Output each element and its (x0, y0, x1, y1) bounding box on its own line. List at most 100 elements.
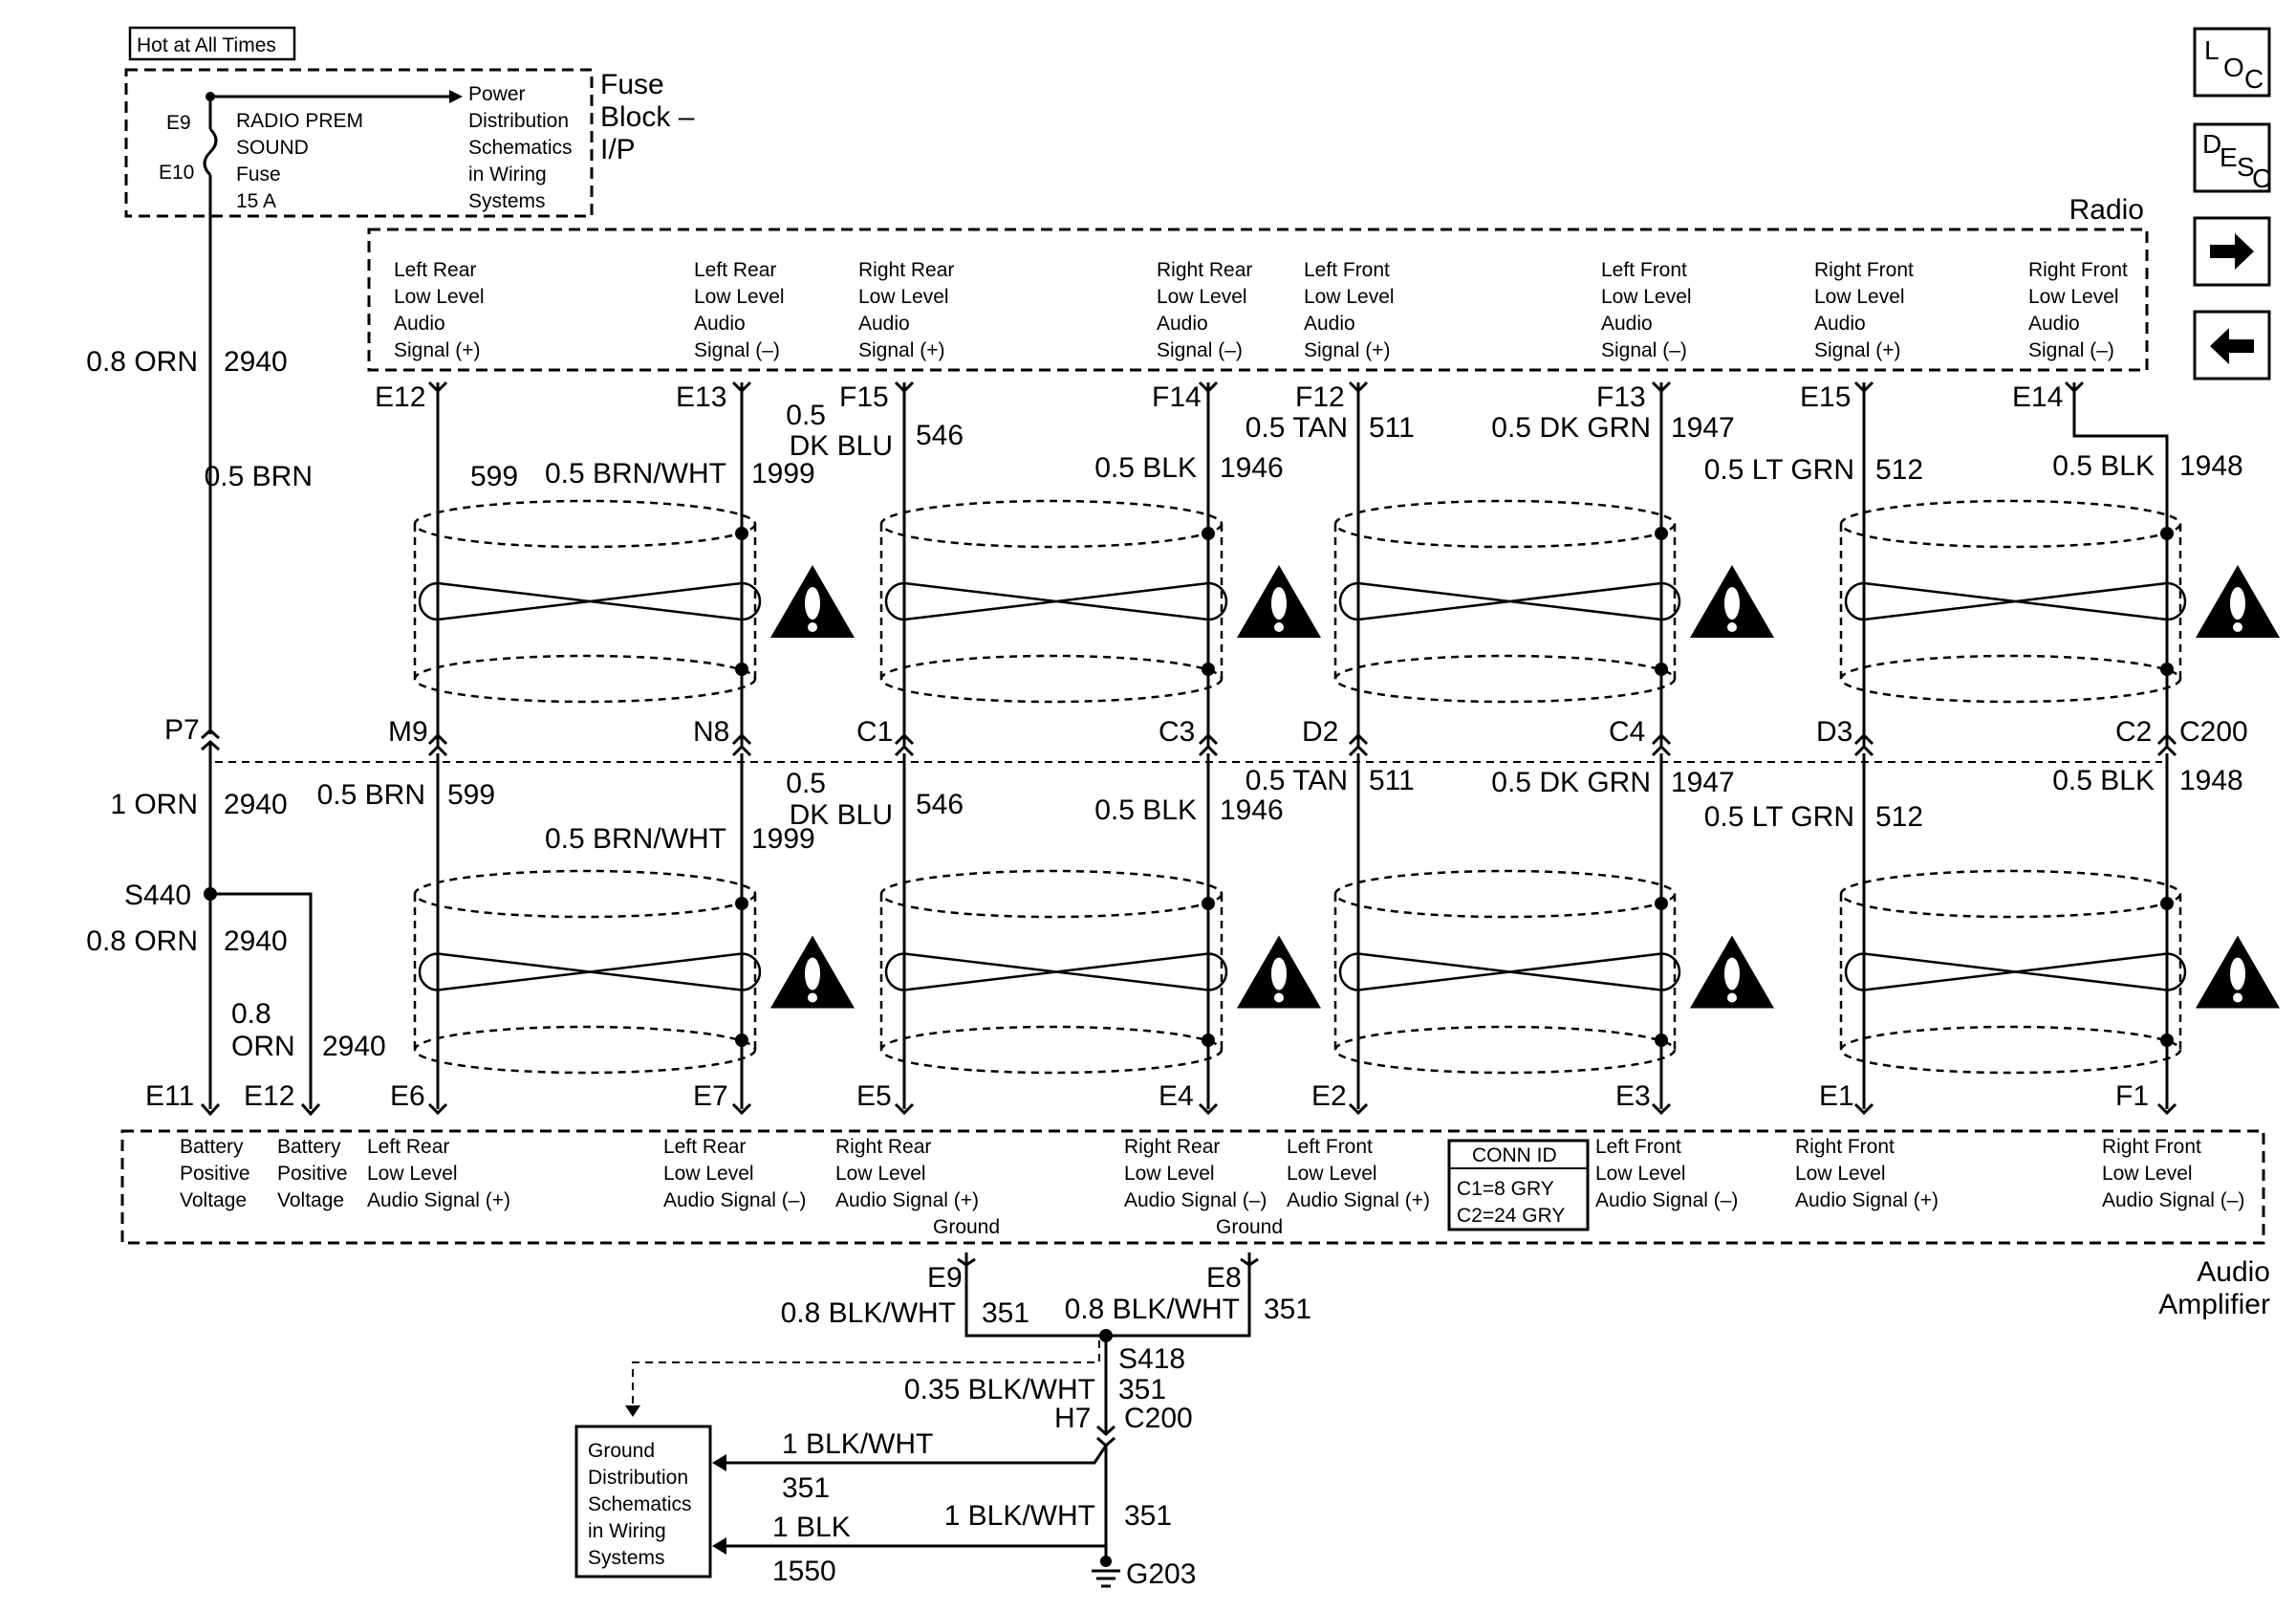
ground-label-e9: Ground (933, 1216, 1000, 1238)
radio-label: Radio (2069, 194, 2144, 226)
c200-chevron-b-2 (731, 744, 752, 757)
c200-pin-6: C4 (1609, 716, 1645, 748)
amp-signal-8-line-1: Left Front (1595, 1136, 1681, 1158)
amp-signal-9-line-2: Low Level (1795, 1163, 1886, 1185)
arrow-left-icon (2210, 328, 2254, 364)
warning-upper-dot-4 (2233, 622, 2242, 632)
amp-signal-3-line-2: Low Level (367, 1163, 458, 1185)
twisted-pair-lower-1 (418, 952, 762, 991)
upper-wire-4-circuit: 1946 (1220, 452, 1284, 484)
radio-signal-2-line-1: Left Rear (694, 259, 776, 281)
lower-wire-1-circuit: 599 (447, 779, 495, 811)
h7-pin: H7 (1054, 1403, 1091, 1434)
warning-lower-dot-4 (2233, 992, 2242, 1003)
arrow-right-icon (2210, 233, 2254, 270)
amp-pin-4: E4 (1159, 1080, 1194, 1112)
ground-w6-circuit: 351 (1124, 1500, 1172, 1532)
fuse-desc-3: Fuse (236, 163, 281, 185)
shield-lower-bottom-3 (1333, 1025, 1677, 1075)
radio-pin-2: E13 (676, 381, 726, 413)
amplifier-label-2: Amplifier (2158, 1289, 2270, 1320)
warning-upper-bar-1 (805, 587, 820, 620)
upper-wire-7-circuit: 512 (1875, 454, 1923, 486)
radio-signal-6-line-4: Signal (–) (1601, 339, 1687, 361)
amp-connector-1 (427, 1102, 448, 1116)
radio-connector-5 (1348, 381, 1369, 394)
lower-wire-6-circuit: 1947 (1671, 767, 1735, 798)
radio-signal-7-line-2: Low Level (1814, 286, 1905, 308)
next-page-button[interactable] (2193, 216, 2271, 287)
c200-chevron-a-7 (1853, 732, 1874, 746)
shield-lower-top-3 (1333, 869, 1677, 919)
radio-signal-6-line-3: Audio (1601, 313, 1653, 335)
radio-signal-6-line-1: Left Front (1601, 259, 1687, 281)
power-dist-1: Power (468, 83, 526, 105)
ground-pin-e8: E8 (1206, 1262, 1242, 1294)
c200-chevron-a-4 (1198, 732, 1219, 746)
amp-pin-2: E7 (693, 1080, 728, 1112)
lower-wire-5-color: 0.5 TAN (1245, 765, 1348, 796)
ground-label-e8: Ground (1216, 1216, 1283, 1238)
amp-signal-8-line-2: Low Level (1595, 1163, 1686, 1185)
radio-pin-1: E12 (375, 381, 425, 413)
radio-signal-2-line-4: Signal (–) (694, 339, 780, 361)
amplifier-signal-labels: BatteryPositiveVoltageBatteryPositiveVol… (180, 1136, 2244, 1211)
fuse-block-1: Fuse (600, 69, 664, 100)
power-wire2-color: 1 ORN (110, 789, 198, 820)
lower-wire-3-color-1: 0.5 (786, 768, 826, 799)
radio-signal-1-line-3: Audio (394, 313, 445, 335)
c200-chevron-a-1 (427, 732, 448, 746)
shield-upper-bottom-2 (879, 654, 1224, 704)
power-wire1-color: 0.8 ORN (86, 346, 198, 378)
upper-wire-6-circuit: 1947 (1671, 412, 1735, 444)
radio-connector-1 (427, 381, 448, 394)
power-wire3-color: 0.8 ORN (86, 925, 198, 957)
warning-upper-bar-2 (1271, 587, 1287, 620)
radio-signal-4-line-2: Low Level (1157, 286, 1247, 308)
amp-pin-8: F1 (2115, 1080, 2149, 1112)
twisted-pair-upper-1 (418, 581, 762, 621)
desc-button-main: D (2202, 129, 2221, 159)
c200-pin-1: M9 (388, 716, 428, 748)
lower-wire-1-color: 0.5 BRN (317, 779, 425, 811)
lower-wire-3-circuit: 546 (916, 789, 964, 820)
radio-signal-3-line-2: Low Level (858, 286, 949, 308)
prev-page-button[interactable] (2193, 310, 2271, 381)
power-dist-4: in Wiring (468, 163, 547, 185)
radio-signal-4-line-1: Right Rear (1157, 259, 1252, 281)
shield-upper-bottom-1 (413, 654, 757, 704)
loc-button[interactable]: L O C (2193, 27, 2271, 98)
amp-signal-7-line-2: Low Level (1287, 1163, 1377, 1185)
upper-wire-5-circuit: 511 (1369, 412, 1415, 444)
amp-connector-8 (2156, 1102, 2177, 1116)
shield-lower-bottom-4 (1839, 1025, 2182, 1075)
c200-pin-2: N8 (693, 716, 729, 748)
radio-signal-2-line-3: Audio (694, 313, 746, 335)
fuse-desc-2: SOUND (236, 137, 309, 159)
upper-wire-8-color: 0.5 BLK (2052, 450, 2155, 482)
amp-pin-1: E6 (390, 1080, 425, 1112)
upper-wire-3-circuit: 546 (916, 420, 964, 451)
shield-upper-bottom-3 (1333, 654, 1677, 704)
navigation-buttons: L O C D E S C (2193, 27, 2271, 381)
power-wire4-color-2: ORN (231, 1031, 295, 1062)
amp-signal-6-line-2: Low Level (1124, 1163, 1215, 1185)
radio-signal-1-line-4: Signal (+) (394, 339, 480, 361)
radio-signal-5-line-1: Left Front (1304, 259, 1390, 281)
lower-wire-2-color: 0.5 BRN/WHT (545, 823, 726, 855)
shield-upper-bottom-4 (1839, 654, 2182, 704)
amp-signal-10-line-1: Right Front (2102, 1136, 2201, 1158)
fuse-desc-1: RADIO PREM (236, 110, 363, 132)
conn-id-title: CONN ID (1472, 1144, 1557, 1166)
warning-upper-dot-2 (1274, 622, 1284, 632)
loc-button-sub-o: O (2223, 53, 2244, 82)
c200-chevron-a-3 (894, 732, 915, 746)
amp-signal-4-line-3: Audio Signal (–) (663, 1189, 806, 1211)
upper-wire-5-color: 0.5 TAN (1245, 412, 1348, 444)
amp-signal-3-line-1: Left Rear (367, 1136, 449, 1158)
warning-lower-bar-1 (805, 957, 820, 991)
c200-chevron-b-1 (427, 744, 448, 757)
s440-splice: S440 (124, 880, 191, 911)
amp-signal-6-line-3: Audio Signal (–) (1124, 1189, 1267, 1211)
desc-button[interactable]: D E S C (2193, 122, 2271, 193)
